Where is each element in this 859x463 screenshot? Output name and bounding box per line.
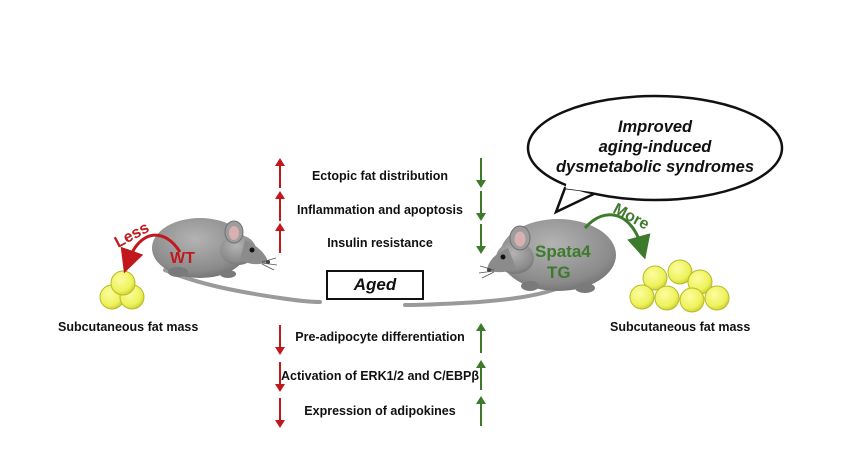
wt-fat-mass-label: Subcutaneous fat mass xyxy=(58,320,199,334)
downregulated-label-2: Activation of ERK1/2 and C/EBPβ xyxy=(281,369,479,383)
upregulated-label-1: Ectopic fat distribution xyxy=(311,169,449,183)
more-label: More xyxy=(610,201,652,234)
bubble-text: Improved aging-induced dysmetabolic synd… xyxy=(545,117,765,177)
green-up-arrow-3 xyxy=(476,396,486,426)
red-up-arrow-1 xyxy=(275,158,285,188)
red-up-arrow-3 xyxy=(275,223,285,253)
spata4-label-line1: Spata4 xyxy=(535,242,591,261)
less-label: Less xyxy=(112,219,152,251)
wt-fat-cluster xyxy=(99,270,145,310)
bubble-line-3: dysmetabolic syndromes xyxy=(555,158,755,176)
downregulated-label-1: Pre-adipocyte differentiation xyxy=(295,330,465,344)
red-down-arrow-3 xyxy=(275,398,285,428)
wt-mouse-label: WT xyxy=(170,250,195,267)
downregulated-label-3: Expression of adipokines xyxy=(304,404,456,418)
aged-label-box: Aged xyxy=(326,270,424,300)
less-curved-arrow xyxy=(120,233,182,274)
spata4-label-line2: TG xyxy=(547,263,571,282)
bubble-line-1: Improved xyxy=(617,118,693,136)
green-down-arrow-3 xyxy=(476,224,486,254)
more-curved-arrow xyxy=(583,213,651,260)
red-down-arrow-2 xyxy=(275,362,285,392)
red-up-arrow-2 xyxy=(275,191,285,221)
upregulated-label-2: Inflammation and apoptosis xyxy=(297,203,463,217)
spata4-mouse-illustration xyxy=(403,219,616,307)
green-down-arrow-2 xyxy=(476,191,486,221)
green-up-arrow-2 xyxy=(476,360,486,390)
upregulated-label-3: Insulin resistance xyxy=(327,236,433,250)
green-up-arrow-1 xyxy=(476,323,486,353)
spata4-fat-mass-label: Subcutaneous fat mass xyxy=(610,320,751,334)
spata4-fat-cluster xyxy=(629,259,730,313)
speech-bubble xyxy=(526,94,784,215)
green-down-arrow-1 xyxy=(476,158,486,188)
bubble-line-2: aging-induced xyxy=(598,138,712,156)
wt-mouse-illustration xyxy=(152,218,322,304)
red-down-arrow-1 xyxy=(275,325,285,355)
